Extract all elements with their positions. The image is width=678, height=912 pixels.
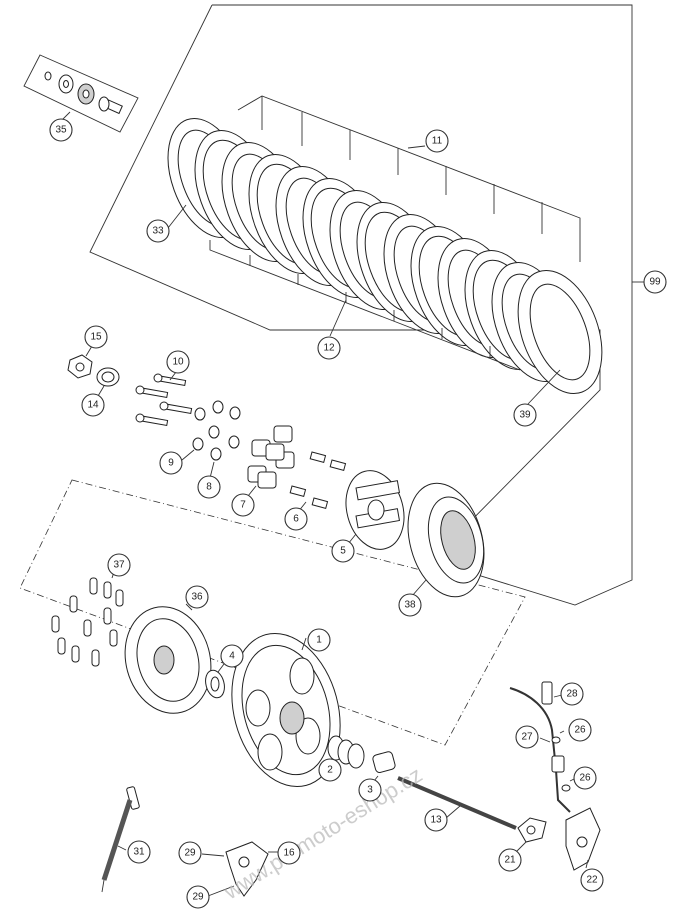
callout-2: 2: [318, 758, 342, 782]
clutch-bolts: [135, 371, 193, 427]
callout-21: 21: [498, 848, 522, 872]
callout-10: 10: [166, 350, 190, 374]
clutch-plate-stack: [167, 117, 603, 395]
callout-10-label: 10: [172, 357, 184, 368]
callout-7-label: 7: [240, 500, 246, 511]
callout-12-label: 12: [323, 343, 335, 354]
callout-4-label: 4: [229, 651, 235, 662]
callout-22: 22: [580, 868, 604, 892]
callout-7: 7: [231, 493, 255, 517]
primary-gear-36: [124, 603, 212, 714]
callout-29b: 29: [186, 885, 210, 909]
bushings: [327, 735, 396, 787]
callout-36: 36: [185, 585, 209, 609]
outer-clutch-basket: [231, 632, 341, 788]
small-springs: [289, 451, 347, 513]
small-parts-35: [44, 71, 123, 123]
clutch-actuator: [201, 841, 278, 897]
callout-14: 14: [81, 393, 105, 417]
callout-99-label: 99: [649, 277, 661, 288]
clutch-basket-frame: [19, 479, 526, 746]
callout-3: 3: [358, 778, 382, 802]
callout-4: 4: [220, 644, 244, 668]
callout-6-label: 6: [293, 514, 299, 525]
callout-14-label: 14: [87, 400, 99, 411]
callout-29a: 29: [178, 841, 202, 865]
callout-5-label: 5: [340, 546, 346, 557]
pushrod: [397, 776, 517, 830]
callout-1-label: 1: [316, 635, 322, 646]
callout-26b-label: 26: [579, 773, 591, 784]
grease-tool: [101, 786, 140, 893]
callout-15-label: 15: [90, 332, 102, 343]
hydraulic-line: [509, 681, 575, 813]
callout-21-label: 21: [504, 855, 516, 866]
callout-26b: 26: [573, 766, 597, 790]
callout-33: 33: [146, 219, 170, 243]
gasket-21: [515, 817, 547, 853]
callout-1: 1: [307, 628, 331, 652]
callout-5: 5: [331, 539, 355, 563]
callout-37: 37: [107, 553, 131, 577]
slave-cylinder: [565, 807, 601, 871]
callout-37-label: 37: [113, 560, 125, 571]
inner-clutch-basket: [407, 482, 485, 598]
callout-22-label: 22: [586, 875, 598, 886]
callout-39-label: 39: [519, 410, 531, 421]
callout-28-label: 28: [566, 689, 578, 700]
callout-13-label: 13: [430, 815, 442, 826]
clutch-springs: [247, 425, 295, 497]
watermark: www.promoto-eshop.cz: [219, 762, 427, 905]
callout-2-label: 2: [327, 765, 333, 776]
thrust-washer: [205, 663, 225, 699]
callout-38: 38: [398, 593, 422, 617]
callout-27-label: 27: [521, 732, 533, 743]
callout-29a-label: 29: [184, 848, 196, 859]
callout-16: 16: [277, 841, 301, 865]
callout-8: 8: [197, 475, 221, 499]
callout-9-label: 9: [168, 458, 174, 469]
callout-36-label: 36: [191, 592, 203, 603]
callout-35: 35: [49, 118, 73, 142]
callout-16-label: 16: [283, 848, 295, 859]
callout-33-label: 33: [152, 226, 164, 237]
callout-3-label: 3: [367, 785, 373, 796]
dowel-pins: [51, 571, 124, 667]
callout-12: 12: [317, 336, 341, 360]
callout-39: 39: [513, 403, 537, 427]
callout-99: 99: [643, 270, 667, 294]
callout-31-label: 31: [133, 847, 145, 858]
washers: [181, 400, 241, 479]
callout-8-label: 8: [206, 482, 212, 493]
callout-6: 6: [284, 507, 308, 531]
callout-27: 27: [515, 725, 539, 749]
clutch-hub: [345, 470, 405, 550]
callout-26a-label: 26: [574, 725, 586, 736]
callout-29b-label: 29: [192, 892, 204, 903]
callout-28: 28: [560, 682, 584, 706]
callout-31: 31: [127, 840, 151, 864]
plate-group-brackets: [167, 95, 581, 405]
small-parts-frame: [23, 54, 139, 133]
callout-11-label: 11: [432, 136, 443, 147]
nut-and-lock-washer: [67, 345, 120, 397]
callout-9: 9: [159, 451, 183, 475]
callout-11: 11: [425, 129, 449, 153]
callout-35-label: 35: [55, 125, 67, 136]
callout-38-label: 38: [404, 600, 416, 611]
callout-13: 13: [424, 808, 448, 832]
callout-15: 15: [84, 325, 108, 349]
callout-26a: 26: [568, 718, 592, 742]
